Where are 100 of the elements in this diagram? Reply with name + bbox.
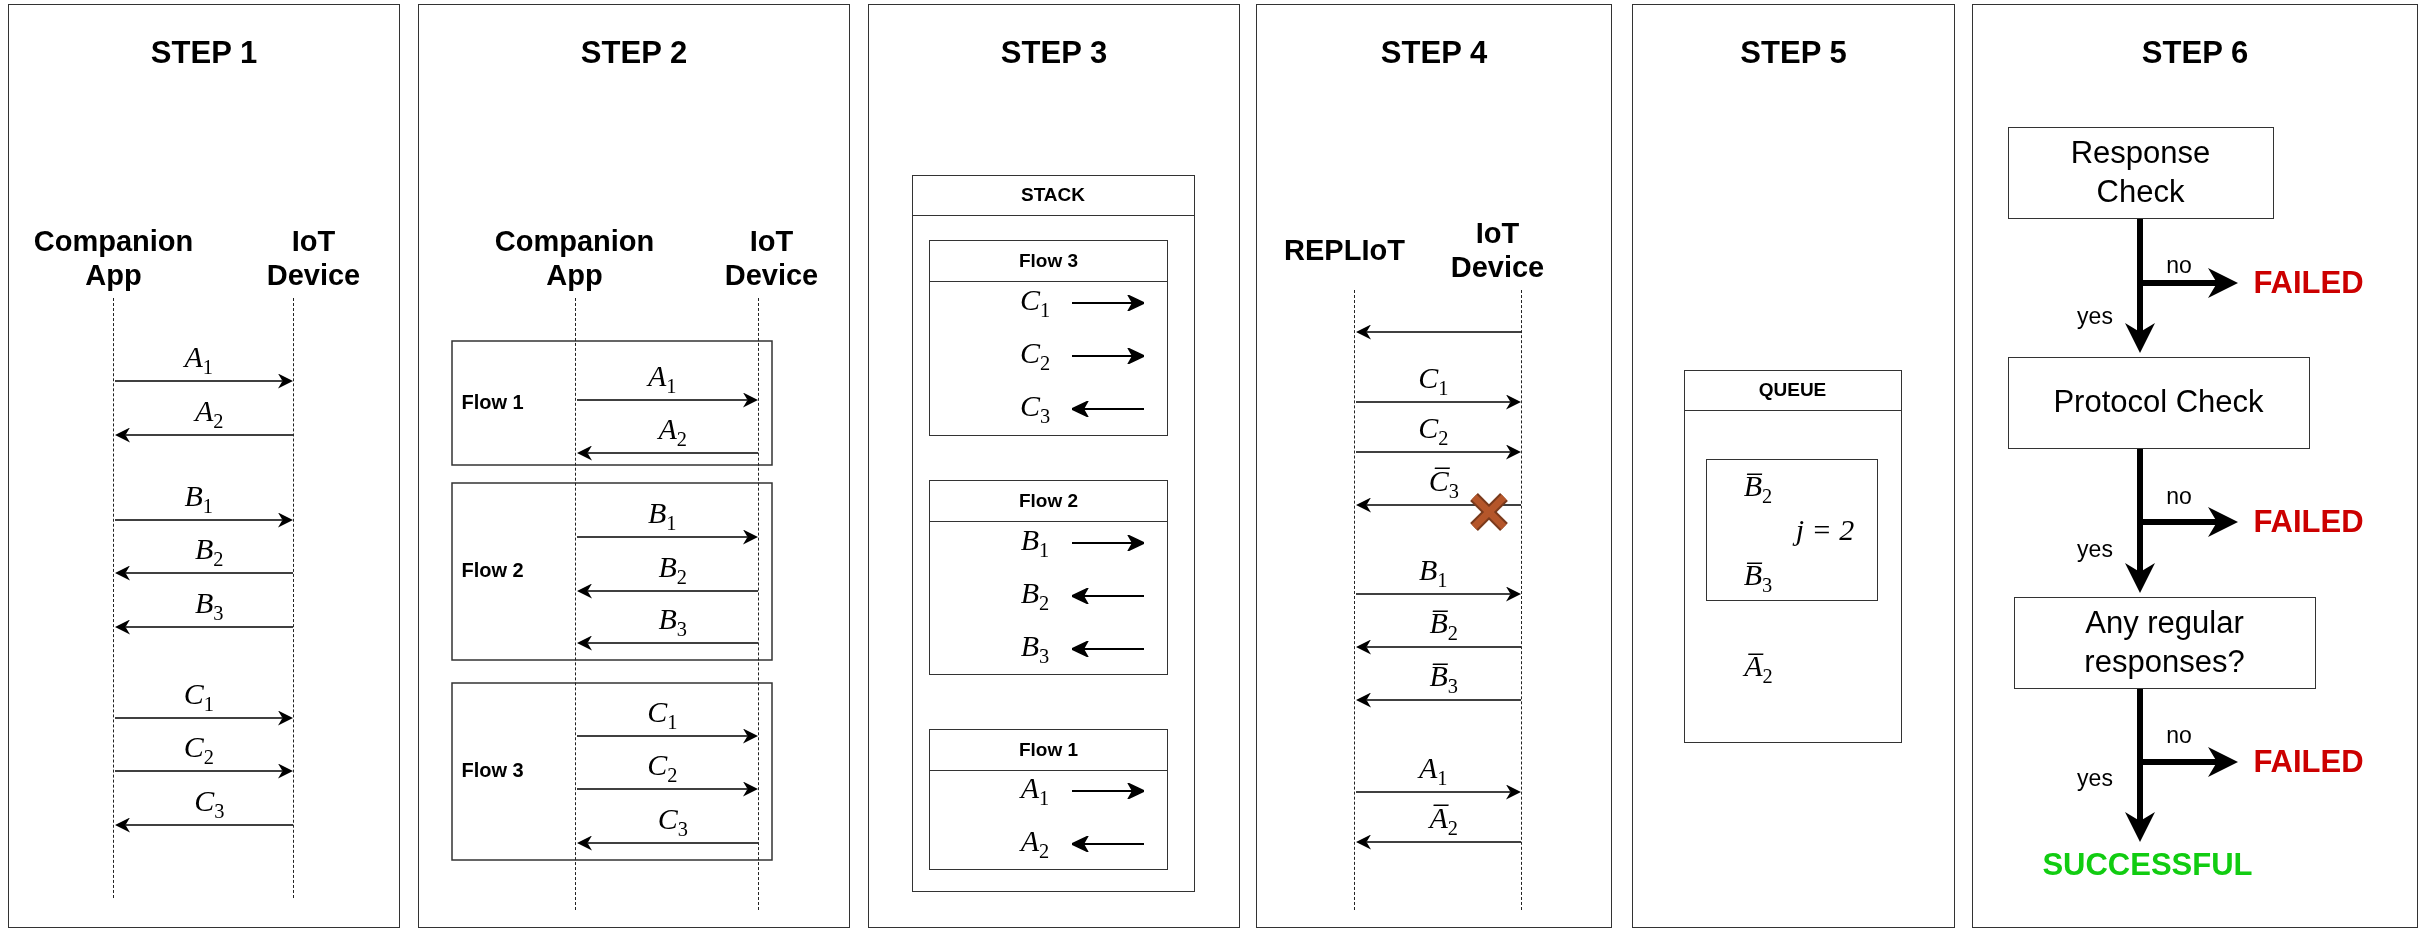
participant-label: IoT Device [1449, 216, 1546, 285]
arrow [577, 835, 759, 851]
arrow [576, 728, 758, 744]
section-header: Flow 2 [930, 481, 1167, 522]
step-panel [1972, 4, 2418, 928]
message-label: A$_{2}$ [1020, 826, 1050, 862]
step-heading: STEP 4 [1380, 35, 1488, 71]
edge-label: C̅$_{3}$ [1428, 465, 1459, 501]
step-heading: STEP 5 [1740, 35, 1847, 71]
participant-label: IoT Device [723, 224, 820, 293]
arrow [1356, 692, 1522, 708]
flow-label: Flow 2 [461, 555, 552, 586]
message-label: A$_{1}$ [1020, 773, 1050, 809]
edge-label: B$_{3}$ [658, 603, 687, 639]
participant-label: IoT Device [265, 224, 362, 293]
arrow [115, 427, 294, 443]
arrow [1356, 639, 1522, 655]
step-heading: STEP 6 [2141, 35, 2249, 71]
step-heading: STEP 3 [1000, 35, 1108, 71]
arrow [114, 373, 293, 389]
step-panel [418, 4, 850, 928]
message-label: A̅$_{2}$ [1744, 650, 1773, 687]
arrow [1355, 784, 1521, 800]
edge-label: A$_{1}$ [1419, 752, 1448, 788]
edge-label: C$_{3}$ [657, 803, 688, 839]
edge-label: yes [2077, 302, 2113, 330]
container-box [929, 480, 1168, 675]
flow-label: Flow 1 [461, 387, 552, 418]
edge-label: C$_{2}$ [647, 749, 678, 785]
container-box [911, 174, 1195, 892]
edge-label: B$_{3}$ [195, 587, 224, 623]
container-box [929, 729, 1168, 870]
edge-label: B$_{1}$ [1419, 554, 1448, 590]
result-label: SUCCESSFUL [2034, 845, 2261, 884]
edge-label: yes [2077, 764, 2113, 792]
edge-label: B$_{2}$ [658, 551, 687, 587]
section-header: Flow 1 [930, 730, 1167, 771]
message-label: B$_{3}$ [1020, 631, 1050, 667]
arrow [115, 565, 294, 581]
step-heading: STEP 1 [150, 35, 258, 71]
edge-label: C$_{2}$ [183, 731, 214, 767]
step-panel [1256, 4, 1612, 928]
process-box: Response Check [2007, 126, 2274, 219]
arrow [114, 710, 293, 726]
arrow [114, 763, 293, 779]
edge-label: B̅$_{2}$ [1429, 607, 1458, 643]
arrow [576, 392, 758, 408]
step-panel [8, 4, 400, 928]
group-box [1706, 459, 1878, 601]
message-label: B̅$_{2}$ [1743, 471, 1773, 507]
flow-label: Flow 3 [461, 755, 552, 786]
edge-label: no [2166, 721, 2192, 749]
arrow [115, 817, 294, 833]
section-header: QUEUE [1684, 370, 1901, 411]
edge-label: A$_{2}$ [658, 413, 687, 449]
edge-label: C$_{1}$ [183, 678, 214, 714]
step-heading: STEP 2 [580, 35, 688, 71]
arrow [576, 529, 758, 545]
message-label: B$_{1}$ [1020, 525, 1050, 561]
step-panel [868, 4, 1240, 928]
arrow [1355, 394, 1521, 410]
edge-label: B$_{1}$ [184, 480, 213, 516]
process-box: Protocol Check [2007, 356, 2310, 449]
arrow [1356, 834, 1522, 850]
result-label: FAILED [2249, 263, 2368, 302]
message-label: C$_{1}$ [1019, 285, 1051, 321]
participant-label: Companion App [493, 224, 656, 293]
edge-label: C$_{1}$ [647, 696, 678, 732]
edge-label: C$_{1}$ [1418, 362, 1449, 398]
container-box [1683, 369, 1902, 743]
participant-label: REPLIoT [1283, 232, 1406, 268]
edge-label: B$_{2}$ [195, 533, 224, 569]
edge-label: no [2166, 251, 2192, 279]
edge-label: C$_{3}$ [194, 785, 225, 821]
edge-label: A$_{2}$ [195, 395, 224, 431]
arrow [114, 512, 293, 528]
section-header: STACK [912, 175, 1194, 216]
container-box [929, 240, 1168, 436]
participant-label: Companion App [32, 224, 195, 293]
edge-label: yes [2077, 535, 2113, 563]
message-label: B$_{2}$ [1020, 578, 1050, 614]
arrow [576, 781, 758, 797]
result-label: FAILED [2249, 502, 2368, 541]
arrow [577, 635, 759, 651]
message-label: C$_{2}$ [1019, 338, 1051, 374]
edge-label: no [2166, 482, 2192, 510]
edge-label: A$_{1}$ [648, 360, 677, 396]
edge-label: C$_{2}$ [1418, 412, 1449, 448]
section-header: Flow 3 [930, 241, 1167, 282]
edge-label: B̅$_{3}$ [1429, 660, 1458, 696]
arrow [577, 583, 759, 599]
edge-label: A$_{1}$ [184, 341, 213, 377]
edge-label: A̅$_{2}$ [1429, 802, 1458, 838]
arrow [1356, 324, 1522, 340]
step-panel [1632, 4, 1955, 928]
arrow [577, 445, 759, 461]
message-label: B̅$_{3}$ [1743, 560, 1773, 596]
process-box: Any regular responses? [2013, 596, 2316, 689]
arrow [115, 619, 294, 635]
result-label: FAILED [2249, 742, 2368, 781]
